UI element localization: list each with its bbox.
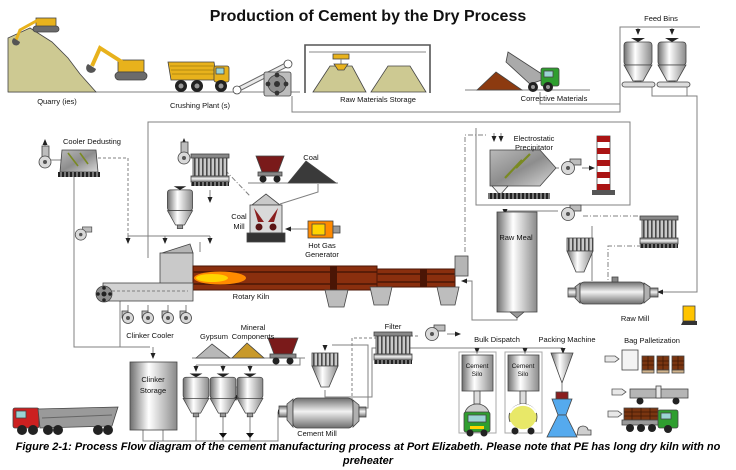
excavator-icon [12, 17, 60, 46]
corrective-materials [475, 51, 560, 92]
label-mineral-1: Mineral [241, 323, 266, 332]
label-corrective-materials: Corrective Materials [521, 94, 588, 103]
mineral-pile [231, 342, 266, 359]
label-rotary-kiln: Rotary Kiln [233, 292, 270, 301]
diagram-labels: Production of Cement by the Dry Process … [37, 8, 680, 438]
label-crushing-plant: Crushing Plant (s) [170, 101, 231, 110]
label-esp-2: Precipitator [515, 143, 553, 152]
label-cement-silo-b1: Cement [512, 363, 535, 370]
label-hot-gas-1: Hot Gas [308, 241, 336, 250]
bag-palletization [604, 349, 689, 433]
crushing-plant [167, 59, 293, 97]
label-filter: Filter [385, 322, 402, 331]
forklift-icon [681, 305, 697, 325]
label-feed-bins: Feed Bins [644, 14, 678, 23]
mineral-hopper-car [267, 337, 299, 365]
hot-gas-generator [307, 220, 341, 239]
cement-mill [278, 397, 367, 429]
raw-materials-storage [304, 44, 431, 93]
dump-truck-icon [167, 61, 230, 92]
label-quarry: Quarry (ies) [37, 97, 77, 106]
bulk-dispatch [458, 351, 543, 437]
label-packing-machine: Packing Machine [538, 335, 595, 344]
clinker-cooler [74, 226, 194, 324]
crusher-icon [263, 71, 292, 97]
label-coal: Coal [303, 153, 319, 162]
label-raw-materials-storage: Raw Materials Storage [340, 95, 416, 104]
bag-truck-icon [621, 407, 679, 433]
cement-mill-cyclone [311, 352, 339, 388]
raw-meal-silo [496, 211, 538, 319]
diagram-title: Production of Cement by the Dry Process [210, 8, 527, 25]
cooler-dedusting [38, 139, 100, 177]
excavator-icon [86, 45, 148, 81]
clinker-storage [129, 361, 178, 431]
label-clinker-cooler: Clinker Cooler [126, 331, 174, 340]
label-gypsum: Gypsum [200, 332, 228, 341]
electrostatic-precipitator [488, 135, 615, 199]
label-cement-silo-a1: Cement [466, 363, 489, 370]
raw-mill-filter [639, 215, 679, 249]
label-hot-gas-2: Generator [305, 250, 339, 259]
raw-mill-fan [561, 204, 582, 221]
label-cooler-dedusting: Cooler Dedusting [63, 137, 121, 146]
caption-line-1: Figure 2-1: Process Flow diagram of the … [15, 441, 721, 467]
additive-bins [182, 373, 264, 438]
stack-icon [592, 135, 615, 195]
raw-mill-cyclone [566, 237, 594, 273]
label-coal-mill-2: Mill [233, 222, 245, 231]
flatbed-trailer-icon [629, 385, 689, 405]
label-raw-meal: Raw Meal [499, 233, 533, 242]
coal-mill [246, 193, 286, 243]
conveyor-icon [232, 59, 293, 95]
caption-line-2: stage. [0, 469, 736, 470]
label-cement-silo-a2: Silo [472, 371, 483, 378]
label-mineral-2: Components [232, 332, 275, 341]
coal-hopper-car [255, 155, 285, 183]
label-esp-1: Electrostatic [514, 134, 555, 143]
label-cement-mill: Cement Mill [297, 429, 337, 438]
feed-bins [621, 37, 691, 88]
packing-machine [546, 352, 592, 438]
label-bulk-dispatch: Bulk Dispatch [474, 335, 520, 344]
label-raw-mill: Raw Mill [621, 314, 650, 323]
label-coal-mill-1: Coal [231, 212, 247, 221]
pallet-stacks [641, 355, 685, 374]
label-bag-palletization: Bag Palletization [624, 336, 680, 345]
label-clinker-storage-1: Clinker [141, 375, 165, 384]
coal-mill-filter [167, 138, 230, 229]
raw-mill [567, 276, 659, 305]
quarry [7, 17, 148, 93]
clinker-truck-icon [12, 406, 119, 435]
coal-pile [287, 160, 338, 184]
tipper-truck-icon [505, 51, 560, 92]
figure-caption: Figure 2-1: Process Flow diagram of the … [0, 441, 736, 470]
rotary-kiln [159, 243, 469, 308]
crane-icon [332, 53, 350, 71]
label-clinker-storage-2: Storage [140, 386, 166, 395]
tanker-truck-icon [508, 403, 538, 435]
label-cement-silo-b2: Silo [518, 371, 529, 378]
gypsum-pile [194, 343, 232, 359]
bulk-truck-icon [463, 403, 491, 437]
